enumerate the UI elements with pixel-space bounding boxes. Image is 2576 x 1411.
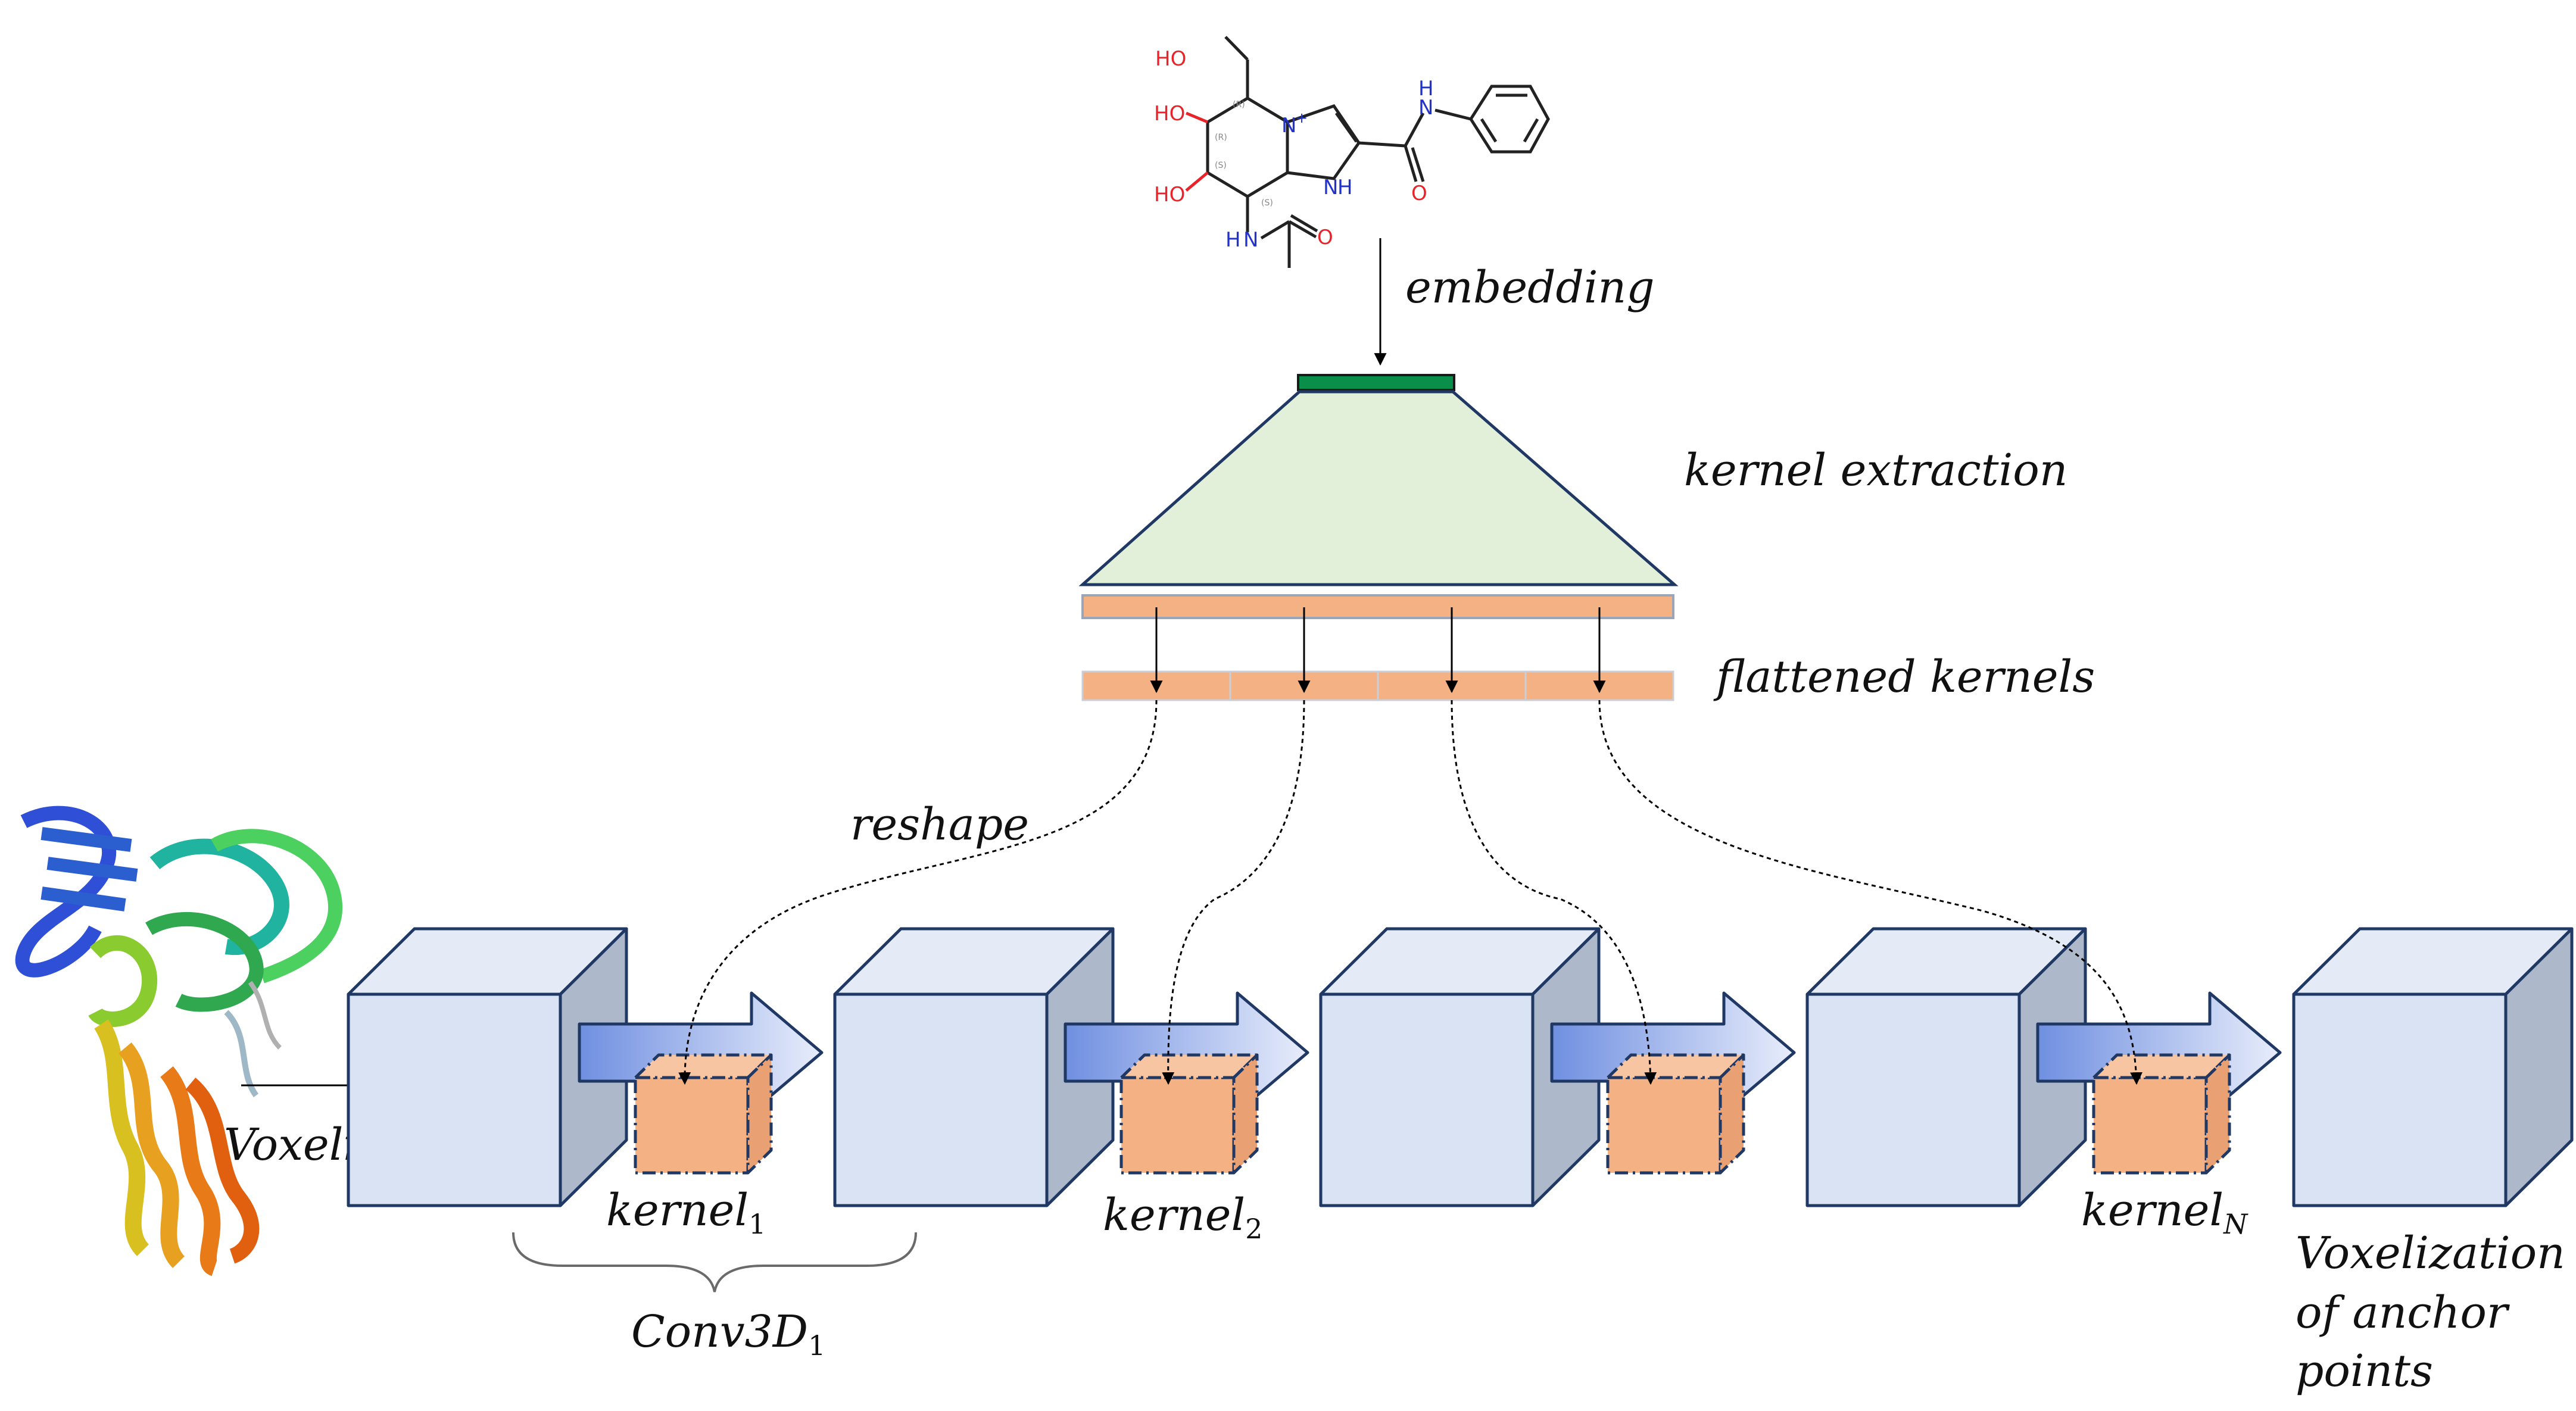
- molecule-atom-labels: HO HO HO N + N H N H O N H O (R) (R) (S)…: [1154, 47, 1434, 252]
- atom-n-ring: N: [1323, 176, 1338, 199]
- atom-plus-charge: +: [1296, 110, 1308, 126]
- label-kernel-2: kernel2: [1103, 1190, 1262, 1245]
- flattened-kernels-bar: [1081, 670, 1674, 701]
- label-anchor-points: points: [2296, 1346, 2433, 1397]
- atom-o-acetyl: O: [1317, 226, 1333, 249]
- extracted-kernel-vector: [1081, 594, 1674, 619]
- flatten-arrows: [1150, 607, 1606, 694]
- atom-o-amide: O: [1411, 182, 1427, 205]
- stereo-label: (R): [1233, 100, 1245, 110]
- reshape-curves: [678, 700, 2143, 1085]
- stereo-label: (S): [1261, 198, 1273, 208]
- label-flattened-kernels: flattened kernels: [1713, 651, 2095, 703]
- conv3d-brace: [512, 1232, 917, 1293]
- stereo-label: (R): [1215, 133, 1227, 142]
- label-reshape: reshape: [850, 799, 1029, 850]
- reshape-curve-n: [1598, 700, 2143, 1085]
- atom-ho-top: HO: [1155, 47, 1186, 71]
- label-conv3d: Conv3D1: [631, 1306, 825, 1362]
- reshape-curve-1: [678, 700, 1158, 1085]
- atom-n-acetyl: N: [1243, 228, 1258, 252]
- kernel-cube-1: [634, 1053, 773, 1175]
- anchor-points-cube: [2292, 927, 2574, 1207]
- voxel-cubes: [347, 927, 2574, 1207]
- embedding-vector: [1297, 374, 1455, 391]
- voxel-cube-1: [347, 927, 628, 1207]
- label-kernel-n: kernelN: [2081, 1185, 2248, 1240]
- atom-h-ring: H: [1337, 176, 1353, 199]
- atom-ho-low: HO: [1154, 183, 1185, 207]
- kernel-cube-3: [1606, 1053, 1745, 1175]
- atom-n-plus: N: [1281, 114, 1296, 138]
- kernel-cube-n: [2092, 1053, 2231, 1175]
- molecule-structure: [1185, 36, 1550, 268]
- voxel-cube-2: [833, 927, 1115, 1207]
- stereo-label: (S): [1215, 161, 1227, 170]
- label-embedding: embedding: [1405, 262, 1655, 313]
- kernel-cube-2: [1119, 1053, 1259, 1175]
- kernel-cubes: [634, 1053, 2231, 1175]
- kernel-extraction-trapezoid: [1078, 390, 1679, 586]
- atom-n-amide: N: [1418, 96, 1433, 120]
- atom-ho-mid: HO: [1154, 102, 1185, 126]
- protein-ribbon-icon: [15, 806, 343, 1276]
- reshape-curve-3: [1451, 700, 1657, 1085]
- label-kernel-1: kernel1: [606, 1185, 766, 1240]
- atom-h-acetyl: H: [1225, 228, 1241, 252]
- label-anchor-of: of anchor: [2296, 1287, 2510, 1338]
- label-kernel-extraction: kernel extraction: [1684, 445, 2067, 496]
- atom-h-amide: H: [1418, 77, 1434, 101]
- label-anchor-voxelization: Voxelization: [2296, 1228, 2565, 1279]
